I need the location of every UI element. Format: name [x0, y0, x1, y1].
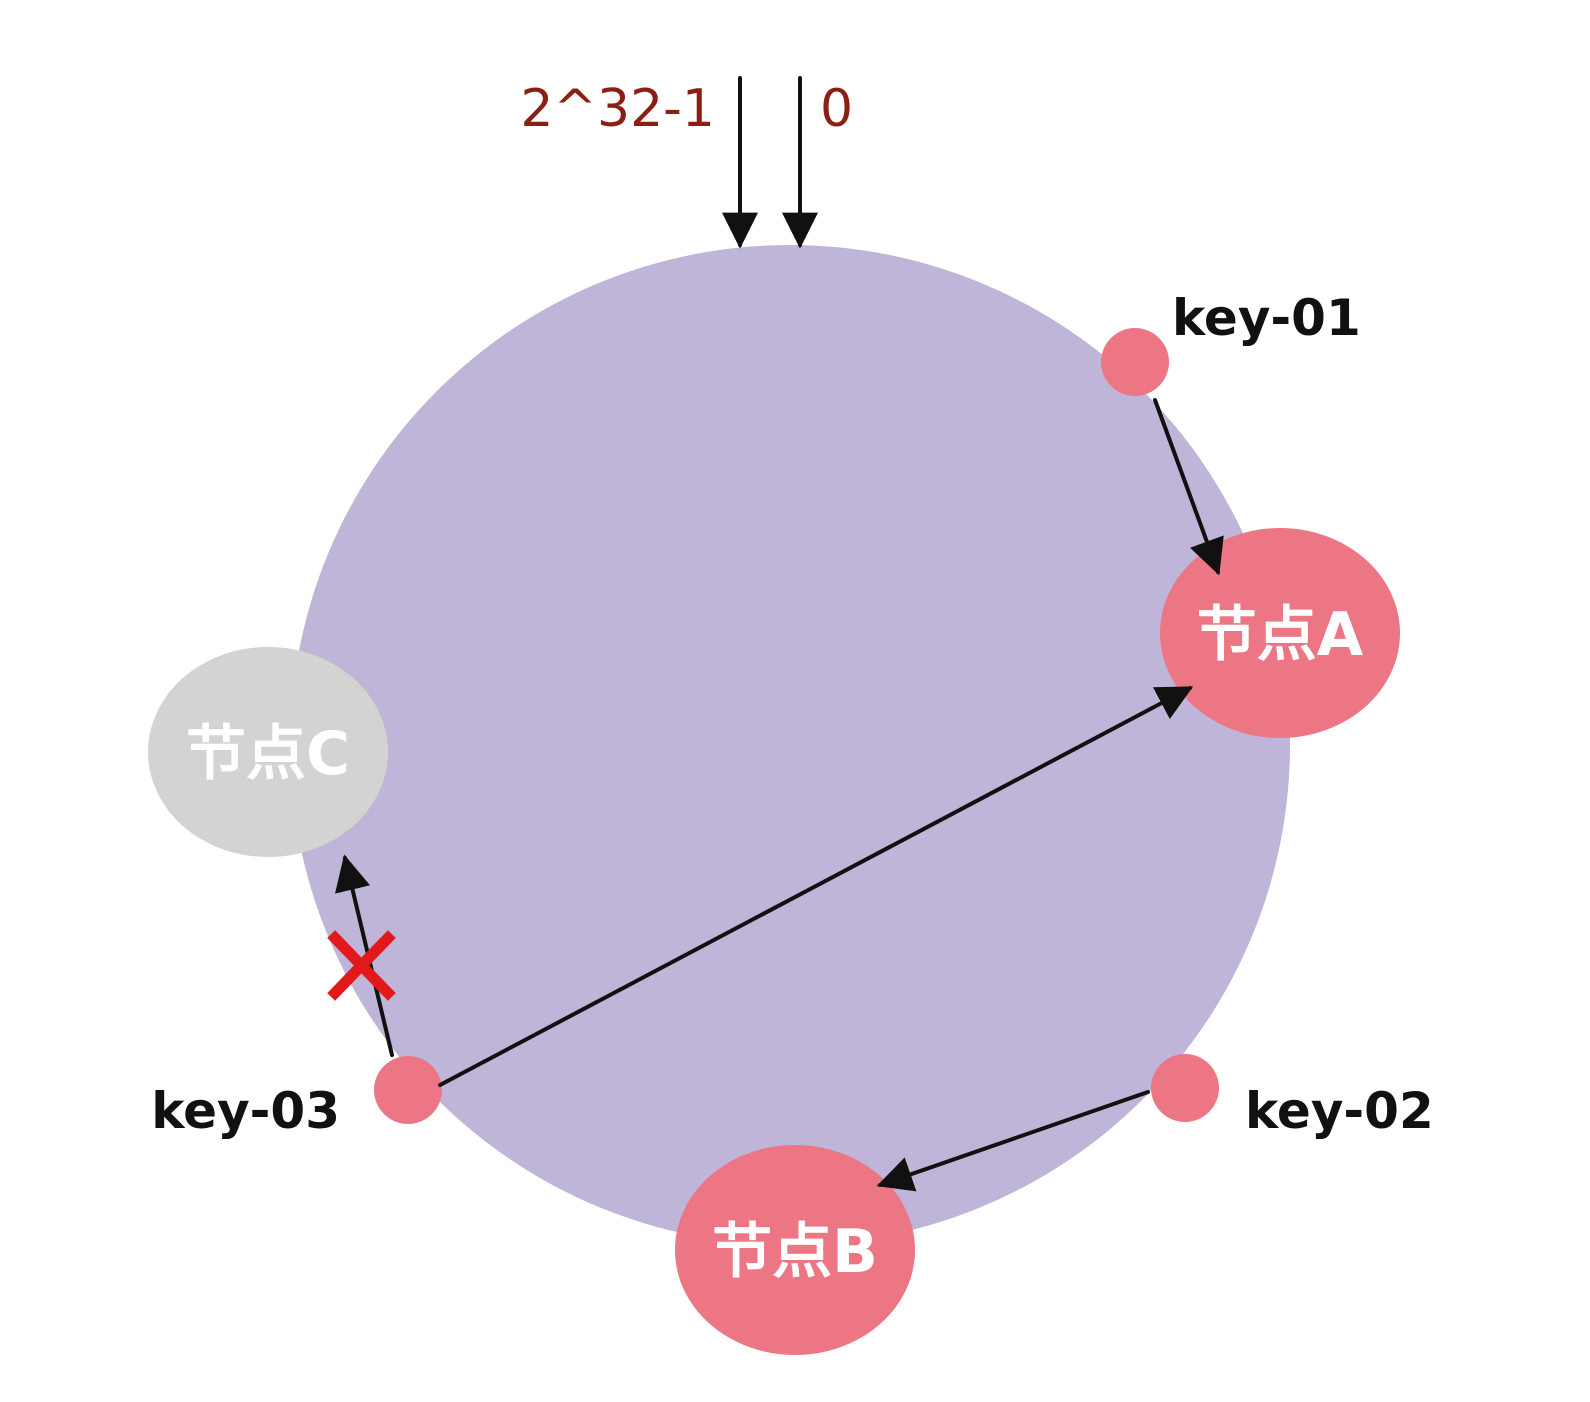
key-01-dot[interactable]	[1101, 328, 1169, 396]
key-01-label: key-01	[1172, 289, 1361, 347]
key-02-to-node-b-arrow	[876, 1090, 1150, 1192]
ring-zero-label: 0	[820, 79, 853, 139]
node-a[interactable]	[1160, 528, 1400, 738]
key-03-dot[interactable]	[374, 1056, 442, 1124]
node-a-label: 节点A	[1197, 600, 1364, 670]
node-b[interactable]	[675, 1145, 915, 1355]
node-c[interactable]	[148, 647, 388, 857]
key-02-dot[interactable]	[1151, 1054, 1219, 1122]
node-c-label: 节点C	[186, 719, 350, 789]
key-01-to-node-a-arrow	[1153, 398, 1224, 576]
ring-max-label: 2^32-1	[520, 79, 715, 139]
node-b-label: 节点B	[712, 1217, 878, 1287]
hash-ring	[290, 245, 1290, 1245]
cross-icon	[327, 930, 396, 1001]
key-03-to-node-a-arrow	[438, 686, 1194, 1087]
key-03-label: key-03	[151, 1082, 340, 1140]
key-02-label: key-02	[1245, 1082, 1434, 1140]
